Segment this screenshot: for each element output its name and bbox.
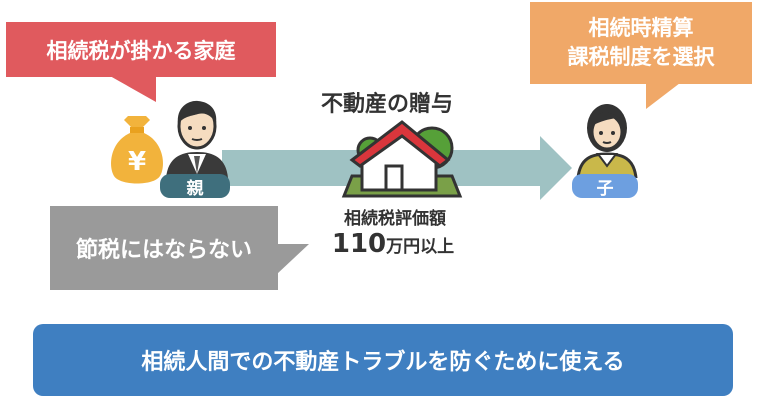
- gift-title: 不動産の贈与: [320, 92, 453, 117]
- parent-tag: 親: [160, 174, 230, 199]
- summary-banner: 相続人間での不動産トラブルを防ぐために使える: [33, 324, 733, 396]
- child-note-line1: 相続時精算: [588, 16, 694, 40]
- saving-note-bubble: 節税にはならない: [50, 206, 278, 290]
- tax-unit: 万円以上: [386, 237, 455, 257]
- parent-note-bubble: 相続税が掛かる家庭: [6, 22, 276, 77]
- child-person-icon: [576, 104, 638, 178]
- tax-amount: 110: [331, 229, 387, 259]
- parent-note-bubble-tail: [110, 76, 156, 102]
- child-note-bubble-tail: [646, 83, 680, 109]
- yen-symbol: ¥: [128, 147, 146, 177]
- summary-banner-text: 相続人間での不動産トラブルを防ぐために使える: [141, 350, 625, 375]
- child-label: 子: [596, 178, 614, 199]
- tax-valuation-label: 相続税評価額: [344, 209, 446, 229]
- saving-note-text: 節税にはならない: [75, 238, 252, 263]
- child-note-line2: 課税制度を選択: [567, 45, 715, 69]
- parent-label: 親: [186, 178, 204, 199]
- house-with-trees-icon: [341, 120, 463, 198]
- transfer-arrow-head: [540, 136, 572, 200]
- money-bag-icon: ¥: [111, 116, 163, 184]
- parent-person-icon: [166, 100, 228, 178]
- tax-valuation-value: 110万円以上: [298, 229, 488, 259]
- saving-note-bubble-tail: [277, 244, 309, 274]
- child-tag: 子: [572, 174, 638, 199]
- parent-note-text: 相続税が掛かる家庭: [46, 38, 236, 63]
- child-note-bubble: 相続時精算 課税制度を選択: [530, 2, 752, 84]
